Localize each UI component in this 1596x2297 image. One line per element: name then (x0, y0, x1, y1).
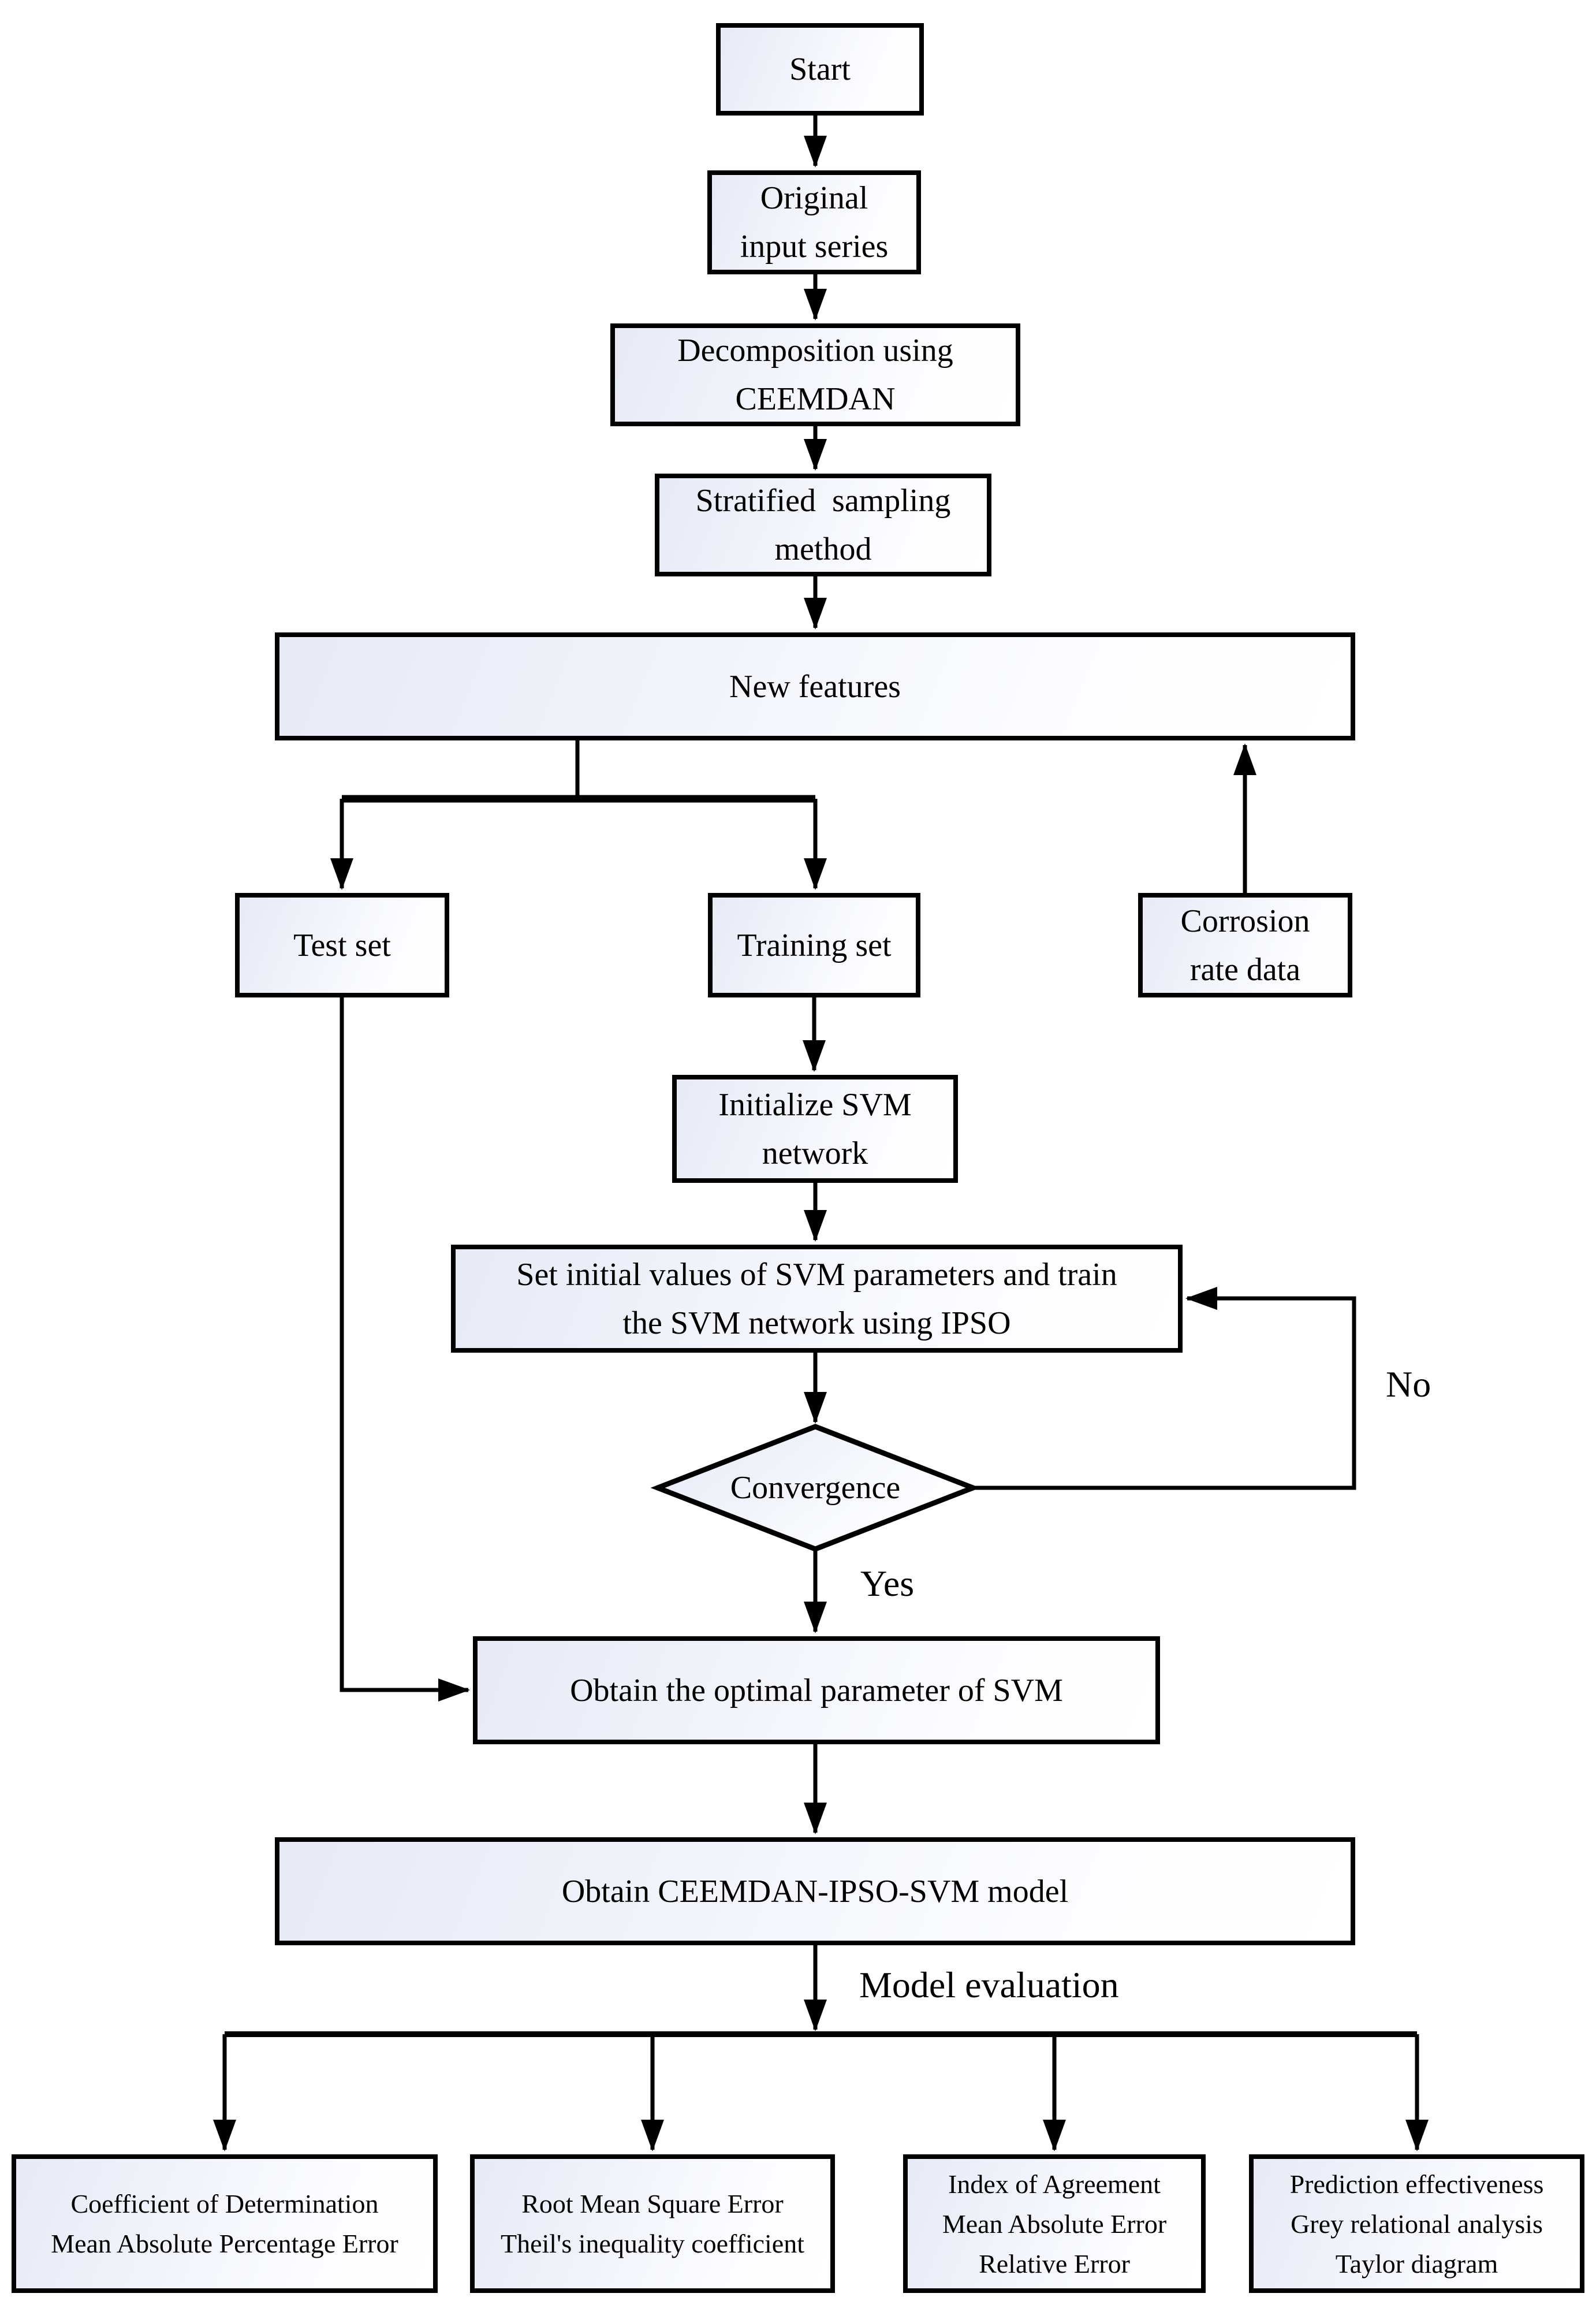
node-test-set: Test set (235, 893, 449, 997)
node-stratified-sampling: Stratified sampling method (655, 474, 991, 576)
arrow-test-set-to-obtain-optimal (340, 997, 470, 1702)
edge-label-model-evaluation: Model evaluation (859, 1964, 1119, 2005)
node-start: Start (716, 23, 924, 116)
node-set-initial-values: Set initial values of SVM parameters and… (451, 1245, 1183, 1353)
arrow-convergence-no-loop (973, 1287, 1356, 1490)
node-training-set: Training set (708, 893, 920, 997)
node-eval-agreement-mae-re: Index of Agreement Mean Absolute Error R… (903, 2154, 1206, 2293)
node-obtain-optimal-parameter: Obtain the optimal parameter of SVM (473, 1636, 1160, 1744)
node-decomposition-ceemdan: Decomposition using CEEMDAN (610, 323, 1020, 426)
edge-label-yes: Yes (860, 1563, 915, 1604)
node-original-input-series: Original input series (707, 170, 921, 274)
node-eval-prediction-grey-taylor: Prediction effectiveness Grey relational… (1249, 2154, 1584, 2293)
edge-label-no: No (1386, 1364, 1431, 1405)
node-initialize-svm: Initialize SVM network (672, 1075, 958, 1183)
node-eval-determination-mape: Coefficient of Determination Mean Absolu… (12, 2154, 438, 2293)
convergence-diamond-shape (650, 1424, 980, 1552)
node-eval-rmse-theil: Root Mean Square Error Theil's inequalit… (470, 2154, 835, 2293)
node-obtain-ceemdan-ipso-svm-model: Obtain CEEMDAN-IPSO-SVM model (275, 1837, 1355, 1945)
node-corrosion-rate-data: Corrosion rate data (1138, 893, 1352, 997)
node-convergence: Convergence (730, 1470, 901, 1506)
node-new-features: New features (275, 632, 1355, 740)
